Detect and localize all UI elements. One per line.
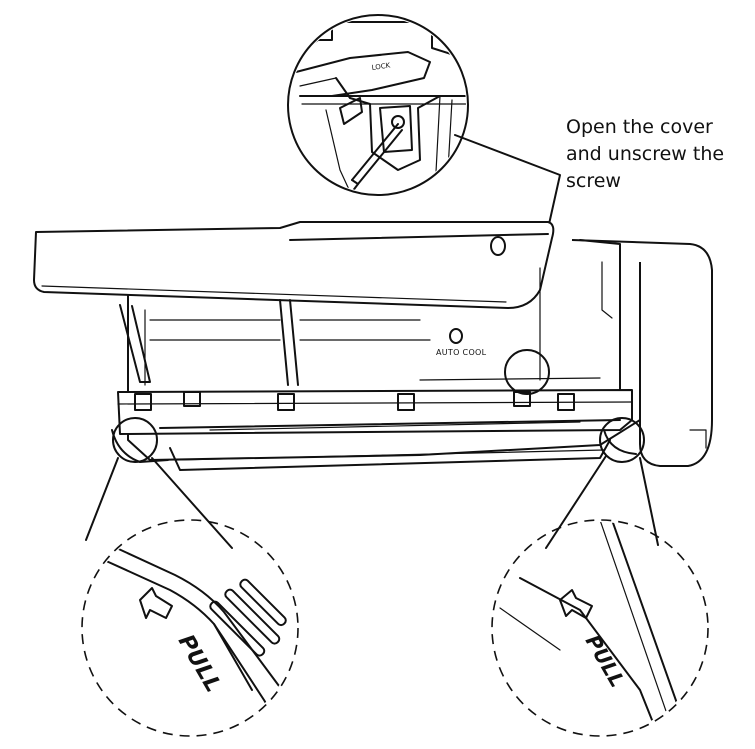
auto-cool-label: AUTO COOL <box>436 348 487 357</box>
left-pull-detail: PULL <box>81 519 299 737</box>
right-pull-detail: PULL <box>491 519 709 737</box>
svg-text:LOCK: LOCK <box>371 61 391 72</box>
right-pull-location-circle <box>599 417 645 463</box>
right-detail-leaders <box>545 455 659 549</box>
lock-label: LOCK <box>371 61 391 72</box>
indoor-unit <box>33 221 713 471</box>
svg-text:PULL: PULL <box>173 631 226 697</box>
screw-detail-circle: LOCK <box>287 14 469 196</box>
callout-instruction: Open the cover and unscrew the screw <box>566 116 725 192</box>
screw-location-circle <box>504 349 550 395</box>
arrow-clips <box>134 391 575 411</box>
svg-text:PULL: PULL <box>581 631 630 692</box>
left-detail-leaders <box>85 457 233 549</box>
left-pull-location-circle <box>112 417 158 463</box>
